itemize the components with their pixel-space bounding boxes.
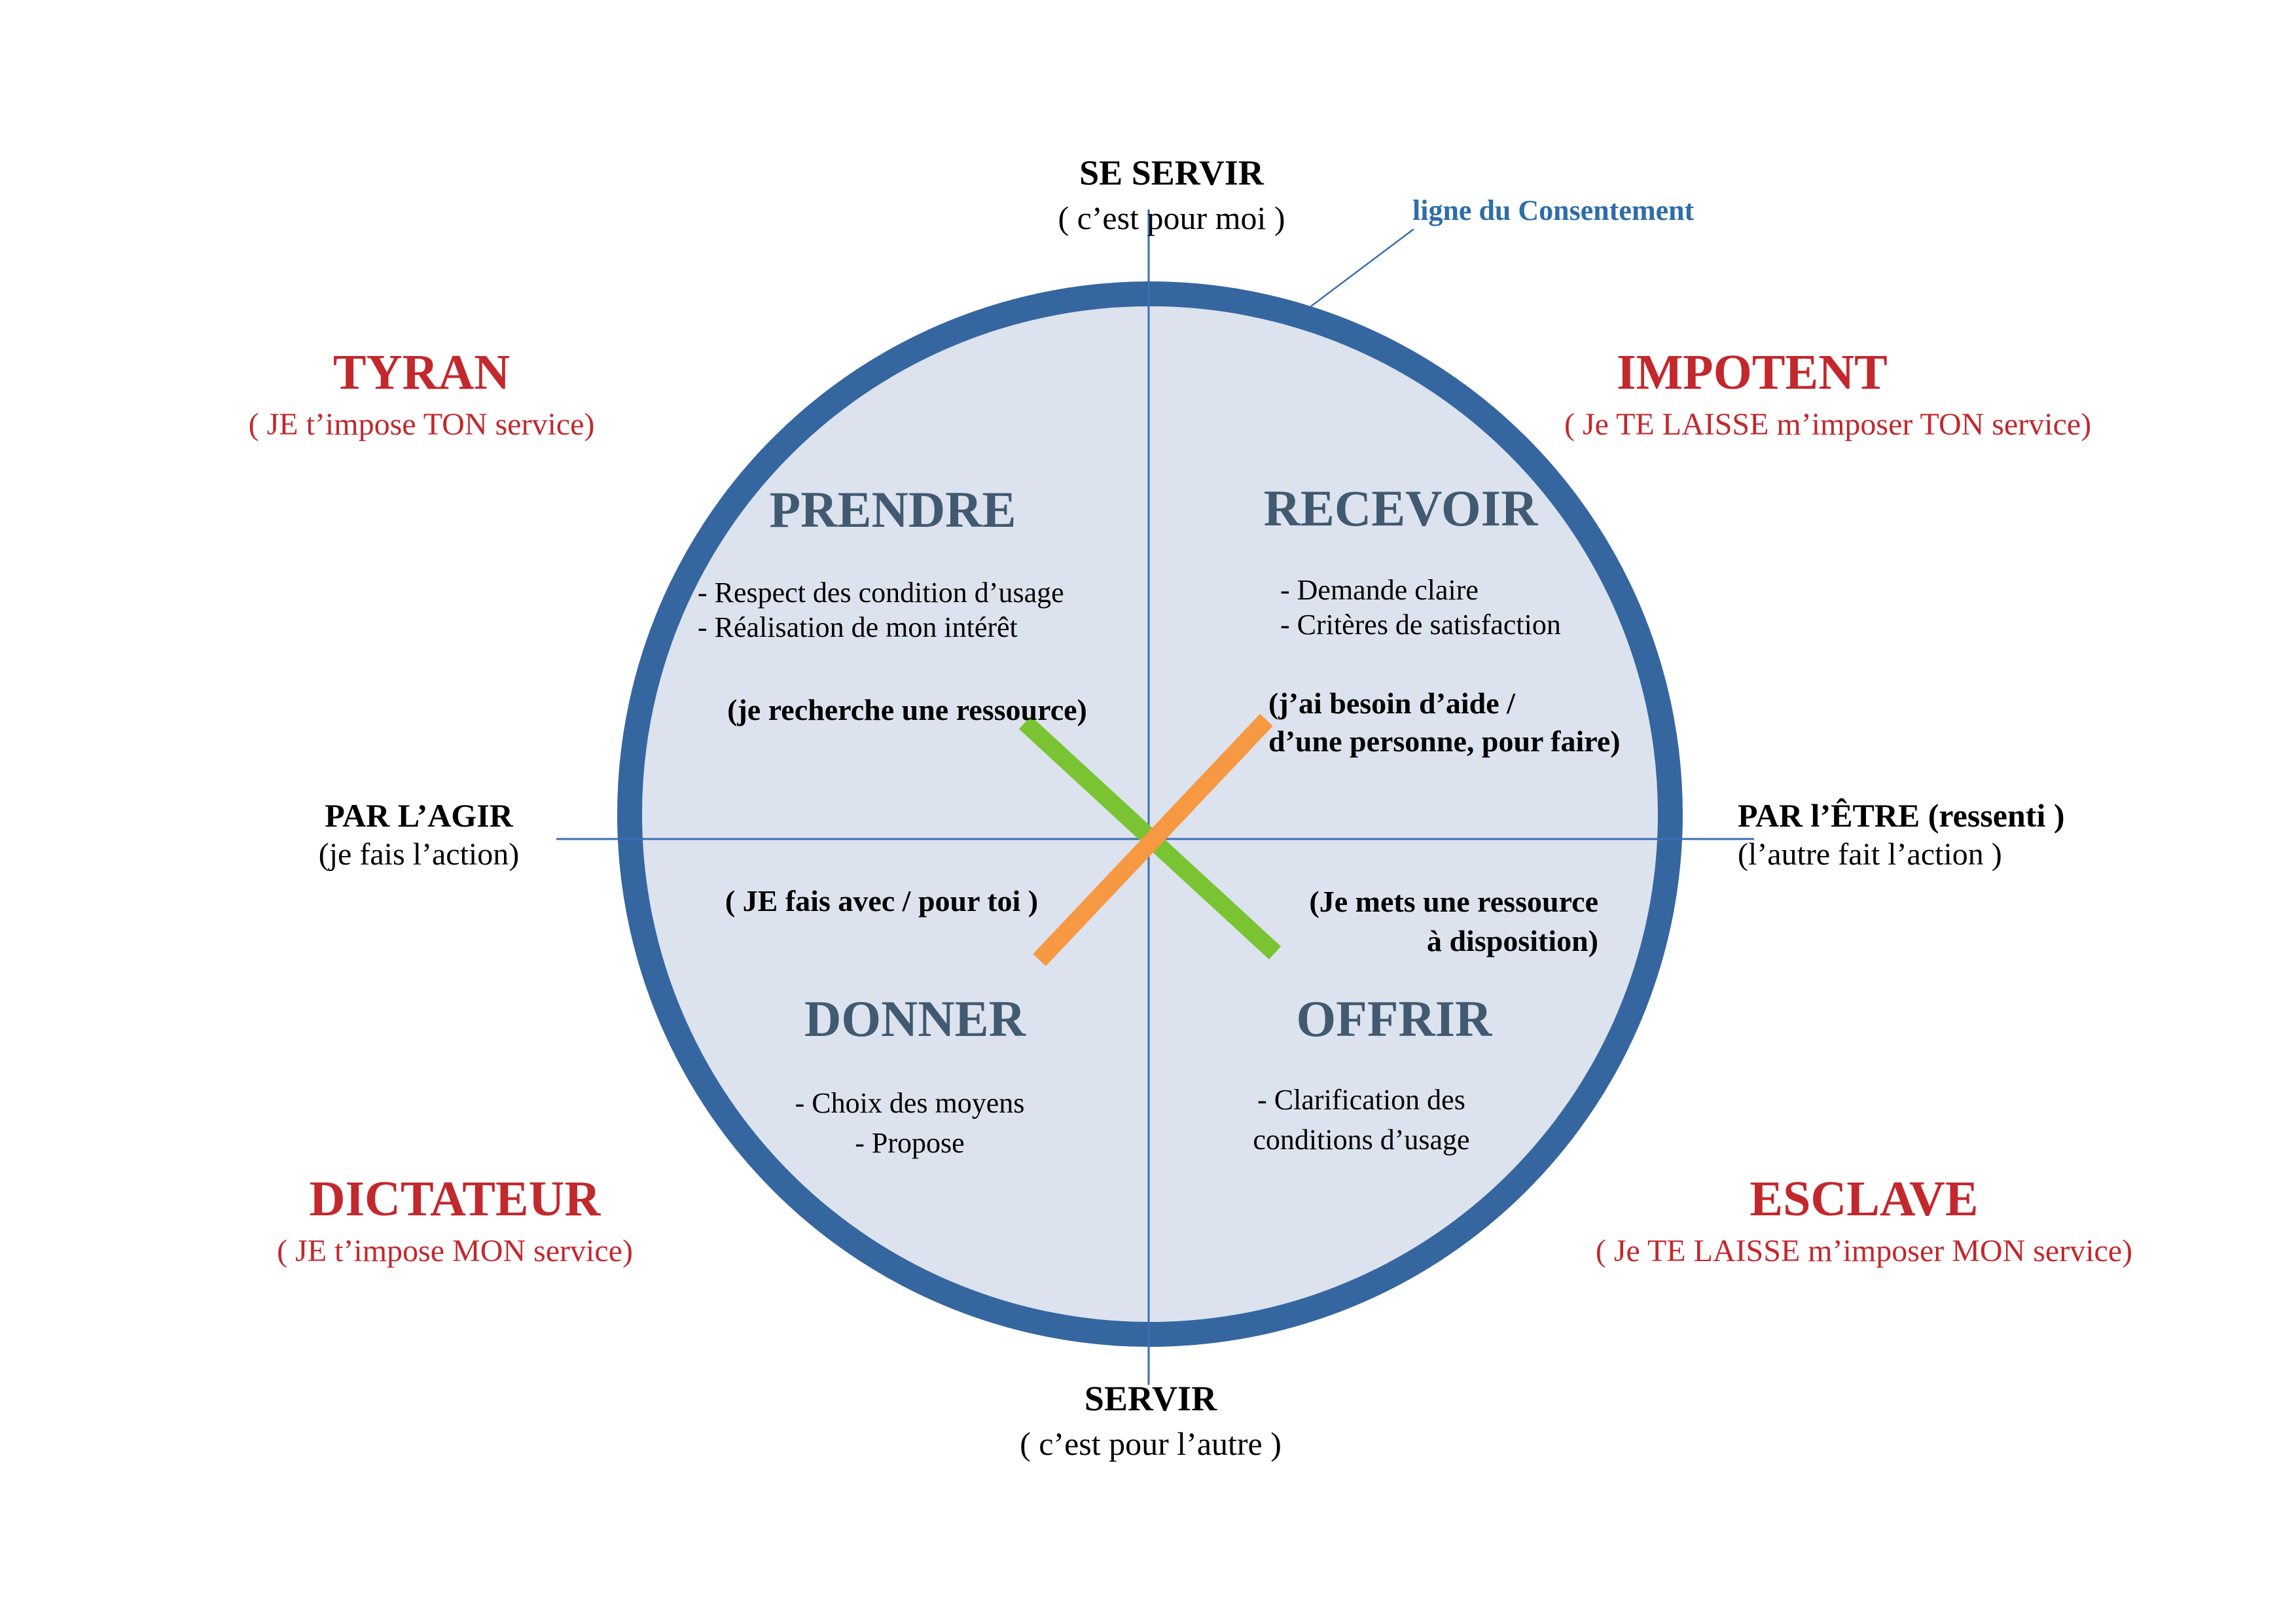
list-item: - Réalisation de mon intérêt <box>698 611 1018 643</box>
quadrant-donner-list: - Choix des moyens - Propose <box>713 1084 1106 1163</box>
center-note-right: (Je mets une ressource à disposition) <box>1263 882 1598 961</box>
quadrant-donner-title: DONNER <box>804 990 1026 1047</box>
quadrant-offrir-list: - Clarification des conditions d’usage <box>1165 1080 1558 1160</box>
axis-label-right: PAR l’ÊTRE (ressenti ) (l’autre fait l’a… <box>1738 796 2196 874</box>
note-line: d’une personne, pour faire) <box>1268 724 1621 758</box>
quadrant-recevoir-title: RECEVOIR <box>1263 480 1538 537</box>
list-item: - Respect des condition d’usage <box>698 577 1064 609</box>
corner-dictateur-title: DICTATEUR <box>309 1171 601 1226</box>
note-line: (j’ai besoin d’aide / <box>1268 687 1515 720</box>
axis-top-subtitle: ( c’est pour moi ) <box>1058 200 1285 237</box>
corner-impotent: IMPOTENT ( Je TE LAISSE m’imposer TON se… <box>1564 345 2140 443</box>
corner-impotent-title: IMPOTENT <box>1617 345 1888 400</box>
corner-esclave: ESCLAVE ( Je TE LAISSE m’imposer MON ser… <box>1579 1173 2149 1270</box>
note-line: à disposition) <box>1426 923 1598 957</box>
consent-line-label: ligne du Consentement <box>1412 194 1695 226</box>
quadrant-recevoir-note: (j’ai besoin d’aide / d’une personne, po… <box>1268 685 1621 760</box>
corner-esclave-subtitle: ( Je TE LAISSE m’imposer MON service) <box>1595 1233 2133 1268</box>
quadrant-recevoir-list: - Demande claire - Critères de satisfact… <box>1280 573 1561 643</box>
list-item: - Propose <box>855 1126 965 1159</box>
corner-impotent-subtitle: ( Je TE LAISSE m’imposer TON service) <box>1564 406 2092 442</box>
note-line: (Je mets une ressource <box>1309 885 1598 918</box>
quadrant-prendre-list: - Respect des condition d’usage - Réalis… <box>698 576 1064 645</box>
corner-tyran-subtitle: ( JE t’impose TON service) <box>248 406 595 442</box>
axis-right-title: PAR l’ÊTRE (ressenti ) <box>1738 797 2065 834</box>
quadrant-prendre-note: (je recherche une ressource) <box>727 693 1087 726</box>
corner-dictateur: DICTATEUR ( JE t’impose MON service) <box>255 1173 655 1270</box>
axis-top-title: SE SERVIR <box>1079 153 1264 192</box>
list-item: - Clarification des <box>1257 1084 1465 1116</box>
orange-diagonal-line <box>1033 713 1273 967</box>
axis-label-left: PAR L’AGIR (je fais l’action) <box>223 796 615 874</box>
corner-dictateur-subtitle: ( JE t’impose MON service) <box>277 1233 633 1268</box>
list-item: conditions d’usage <box>1253 1123 1470 1156</box>
axis-right-subtitle: (l’autre fait l’action ) <box>1738 837 2002 872</box>
consent-circle <box>617 281 1683 1347</box>
list-item: - Choix des moyens <box>795 1087 1025 1119</box>
axis-left-title: PAR L’AGIR <box>325 797 513 834</box>
quadrant-prendre-title: PRENDRE <box>769 481 1016 538</box>
axis-bottom-subtitle: ( c’est pour l’autre ) <box>1020 1425 1282 1463</box>
consent-leader-line <box>1310 228 1414 307</box>
corner-tyran: TYRAN ( JE t’impose TON service) <box>232 345 611 443</box>
list-item: - Demande claire <box>1280 574 1479 606</box>
corner-tyran-title: TYRAN <box>332 345 511 400</box>
corner-esclave-title: ESCLAVE <box>1749 1171 1979 1226</box>
list-item: - Critères de satisfaction <box>1280 608 1561 641</box>
axis-bottom-title: SERVIR <box>1084 1379 1217 1418</box>
axis-left-subtitle: (je fais l’action) <box>318 837 520 872</box>
axis-label-bottom: SERVIR ( c’est pour l’autre ) <box>954 1378 1347 1463</box>
quadrant-offrir-title: OFFRIR <box>1296 990 1492 1047</box>
axis-label-top: SE SERVIR ( c’est pour moi ) <box>956 152 1388 238</box>
center-note-left: ( JE fais avec / pour toi ) <box>725 884 1039 918</box>
